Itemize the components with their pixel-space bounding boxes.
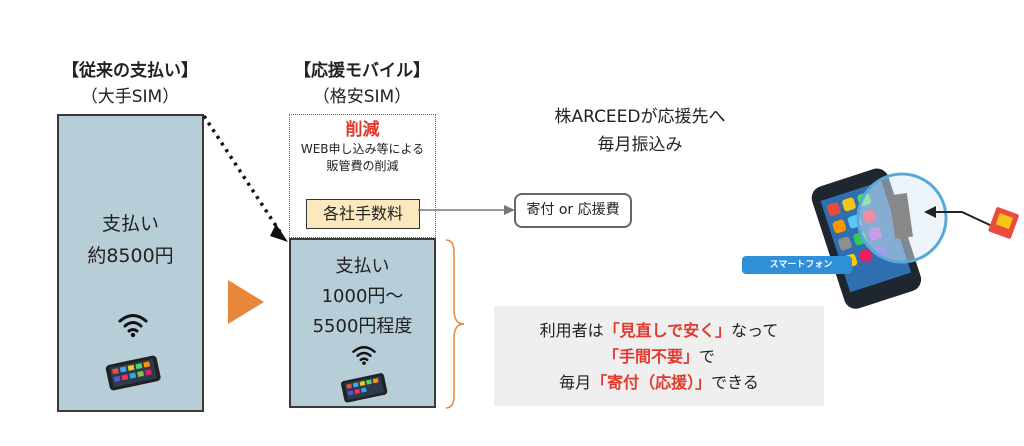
benefit-note: 利用者は「見直しで安く」なって 「手間不要」で 毎月「寄付（応援）」できる xyxy=(494,306,824,406)
note-line-1: 利用者は「見直しで安く」なって xyxy=(494,318,824,344)
fee-to-donation-arrow xyxy=(418,205,515,215)
note-line-3-highlight: 「寄付（応援）」 xyxy=(591,373,712,392)
orange-arrow xyxy=(228,280,264,324)
note-line-3: 毎月「寄付（応援）」できる xyxy=(494,370,824,396)
reduction-line-2: 販管費の削減 xyxy=(326,159,399,173)
note-line-1-post: なって xyxy=(731,321,779,340)
donation-pill: 寄付 or 応援費 xyxy=(514,193,632,228)
smartphone-icon xyxy=(341,373,388,403)
note-line-1-pre: 利用者は xyxy=(539,321,604,340)
support-payment-range-1: 1000円～ xyxy=(321,286,404,307)
note-line-3-pre: 毎月 xyxy=(559,373,592,392)
traditional-payment-label: 支払い xyxy=(101,213,159,235)
note-line-2: 「手間不要」で xyxy=(494,344,824,370)
support-payment-label: 支払い xyxy=(335,256,390,277)
middle-subheading: （格安SIM） xyxy=(312,87,412,107)
transfer-line-2: 毎月振込み xyxy=(597,135,683,155)
right-brace xyxy=(445,239,465,409)
left-subheading: （大手SIM） xyxy=(80,87,180,107)
traditional-payment-box: 支払い 約8500円 xyxy=(57,114,204,412)
carrier-fee-box: 各社手数料 xyxy=(306,199,420,229)
left-heading: 【従来の支払い】 xyxy=(62,61,198,81)
note-line-2-post: で xyxy=(699,347,716,366)
reduction-box: 削減 WEB申し込み等による 販管費の削減 各社手数料 xyxy=(289,114,436,238)
note-line-3-post: できる xyxy=(711,373,759,392)
note-line-1-highlight: 「見直しで安く」 xyxy=(603,321,732,340)
smartphone-label: スマートフォン xyxy=(769,260,833,270)
note-line-2-highlight: 「手間不要」 xyxy=(602,347,699,366)
wifi-icon xyxy=(118,314,148,338)
dotted-diagonal-arrow xyxy=(202,115,288,242)
smartphone-illustration xyxy=(742,168,1019,309)
reduction-title: 削減 xyxy=(345,120,380,140)
reduction-line-1: WEB申し込み等による xyxy=(300,142,425,156)
traditional-payment-amount: 約8500円 xyxy=(87,245,174,267)
wifi-icon xyxy=(352,346,376,365)
transfer-line-1: 株ARCEEDが応援先へ xyxy=(554,107,726,127)
smartphone-icon xyxy=(105,355,161,391)
middle-heading: 【応援モバイル】 xyxy=(294,61,430,81)
support-payment-range-2: 5500円程度 xyxy=(312,316,413,337)
support-mobile-payment-box: 支払い 1000円～ 5500円程度 xyxy=(289,238,436,408)
